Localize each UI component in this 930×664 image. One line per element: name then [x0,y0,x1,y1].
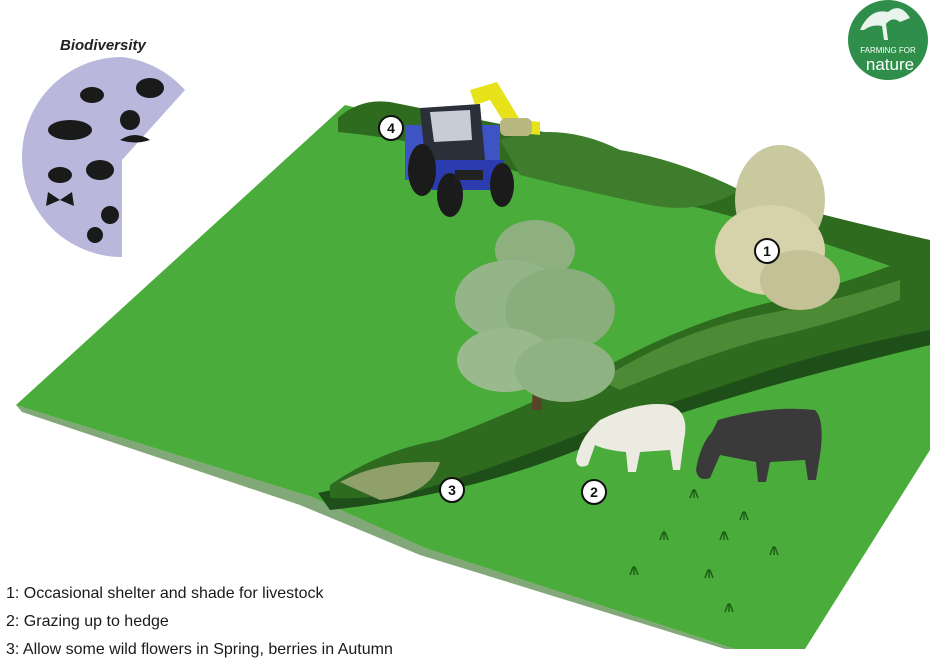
farming-for-nature-logo: FARMING FOR nature [848,0,928,80]
svg-text:2: 2 [590,484,598,500]
farm-illustration: 1 2 3 4 FARMING [0,0,930,649]
marker-1: 1 [755,239,779,263]
legend-item: 2: Grazing up to hedge [6,608,393,636]
legend-item: 3: Allow some wild flowers in Spring, be… [6,636,393,664]
legend-item: 1: Occasional shelter and shade for live… [6,580,393,608]
svg-text:4: 4 [387,120,395,136]
svg-text:3: 3 [448,482,456,498]
legend-list: 1: Occasional shelter and shade for live… [6,580,393,664]
svg-text:nature: nature [866,55,914,74]
marker-2: 2 [582,480,606,504]
biodiversity-title: Biodiversity [60,37,146,54]
marker-3: 3 [440,478,464,502]
svg-text:FARMING FOR: FARMING FOR [860,46,916,55]
svg-text:1: 1 [763,243,771,259]
marker-4: 4 [379,116,403,140]
biodiversity-badge [22,57,185,257]
